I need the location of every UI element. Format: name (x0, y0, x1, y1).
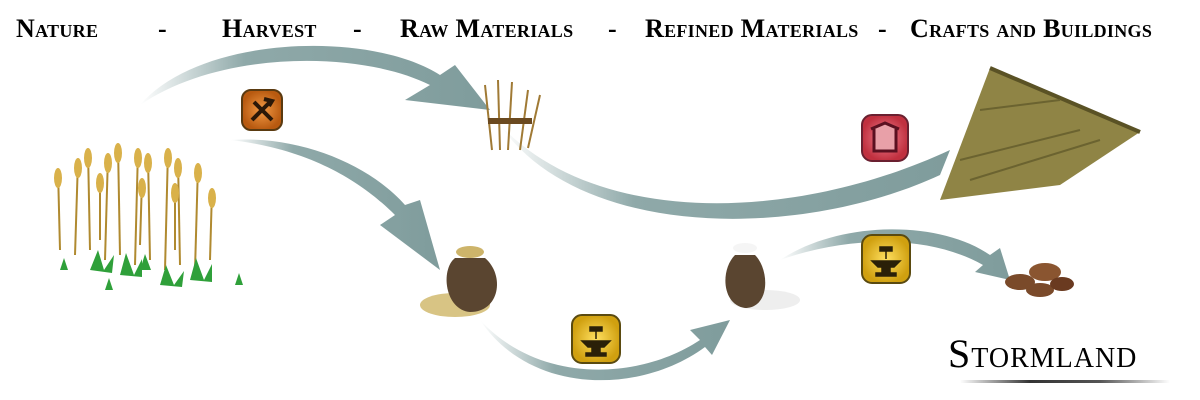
crafting-anvil-icon (861, 234, 911, 284)
arrow-refined-to-craft (780, 229, 1010, 280)
stage-crafts-buildings: Crafts and Buildings (910, 14, 1153, 43)
crafting-anvil-icon (571, 314, 621, 364)
stage-nature: Nature (16, 14, 99, 43)
flour-sack-image (725, 243, 800, 310)
logo-underline (960, 380, 1170, 383)
thatched-roof-image (940, 66, 1141, 200)
building-icon (861, 114, 909, 162)
arrow-nature-to-harvest (230, 139, 440, 270)
stage-harvest: Harvest (222, 14, 317, 43)
wheat-field-image (54, 143, 243, 290)
separator: - (353, 14, 362, 43)
stage-refined-materials: Refined Materials (645, 14, 859, 43)
stormland-logo: Stormland (948, 331, 1138, 376)
stage-raw-materials: Raw Materials (400, 14, 574, 43)
wheat-bundle-image (484, 79, 541, 151)
coffee-beans-image (1005, 263, 1074, 297)
separator: - (158, 14, 167, 43)
separator: - (608, 14, 617, 43)
arrow-harvest-to-refined (480, 320, 730, 381)
separator: - (878, 14, 887, 43)
arrow-raw-to-building (500, 125, 950, 219)
harvest-icon (241, 89, 283, 131)
grain-sack-image (420, 246, 497, 317)
arrow-nature-to-raw (140, 45, 490, 110)
